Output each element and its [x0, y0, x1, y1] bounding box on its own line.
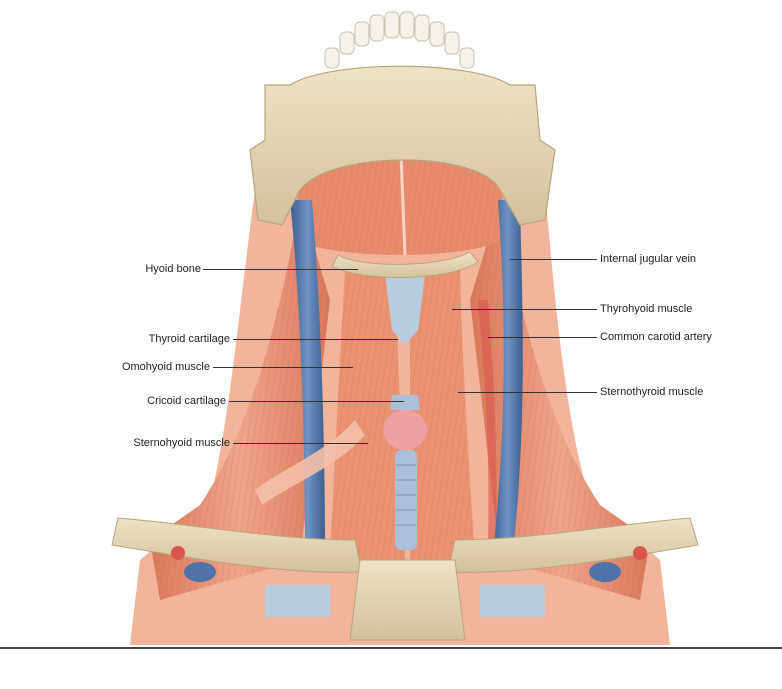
left-subclavian-artery — [171, 546, 185, 560]
left-costal-cartilage — [265, 585, 330, 617]
right-costal-cartilage — [480, 585, 545, 617]
label-internal-jugular-vein: Internal jugular vein — [600, 253, 697, 265]
label-sternothyroid-muscle: Sternothyroid muscle — [600, 386, 704, 398]
hyoid-bone — [331, 251, 479, 279]
label-sternohyoid-muscle: Sternohyoid muscle — [133, 437, 230, 449]
right-subclavian-vein — [589, 562, 621, 582]
label-omohyoid-muscle: Omohyoid muscle — [121, 361, 210, 373]
thyroid-cartilage — [385, 275, 425, 345]
right-internal-jugular-vein — [492, 200, 523, 560]
thyroid-gland — [383, 410, 427, 450]
manubrium — [349, 559, 466, 641]
left-subclavian-vein — [184, 562, 216, 582]
common-carotid-artery — [478, 300, 497, 540]
lower-teeth — [324, 11, 475, 69]
cricoid-cartilage — [390, 395, 420, 410]
label-thyroid-cartilage: Thyroid cartilage — [148, 333, 230, 345]
bottom-divider — [0, 647, 782, 649]
label-hyoid-bone: Hyoid bone — [145, 263, 201, 275]
omohyoid-muscle — [255, 420, 365, 505]
label-thyrohyoid-muscle: Thyrohyoid muscle — [600, 303, 693, 315]
mandible — [249, 65, 556, 226]
right-subclavian-artery — [633, 546, 647, 560]
label-common-carotid-artery: Common carotid artery — [600, 331, 712, 343]
label-cricoid-cartilage: Cricoid cartilage — [147, 395, 226, 407]
